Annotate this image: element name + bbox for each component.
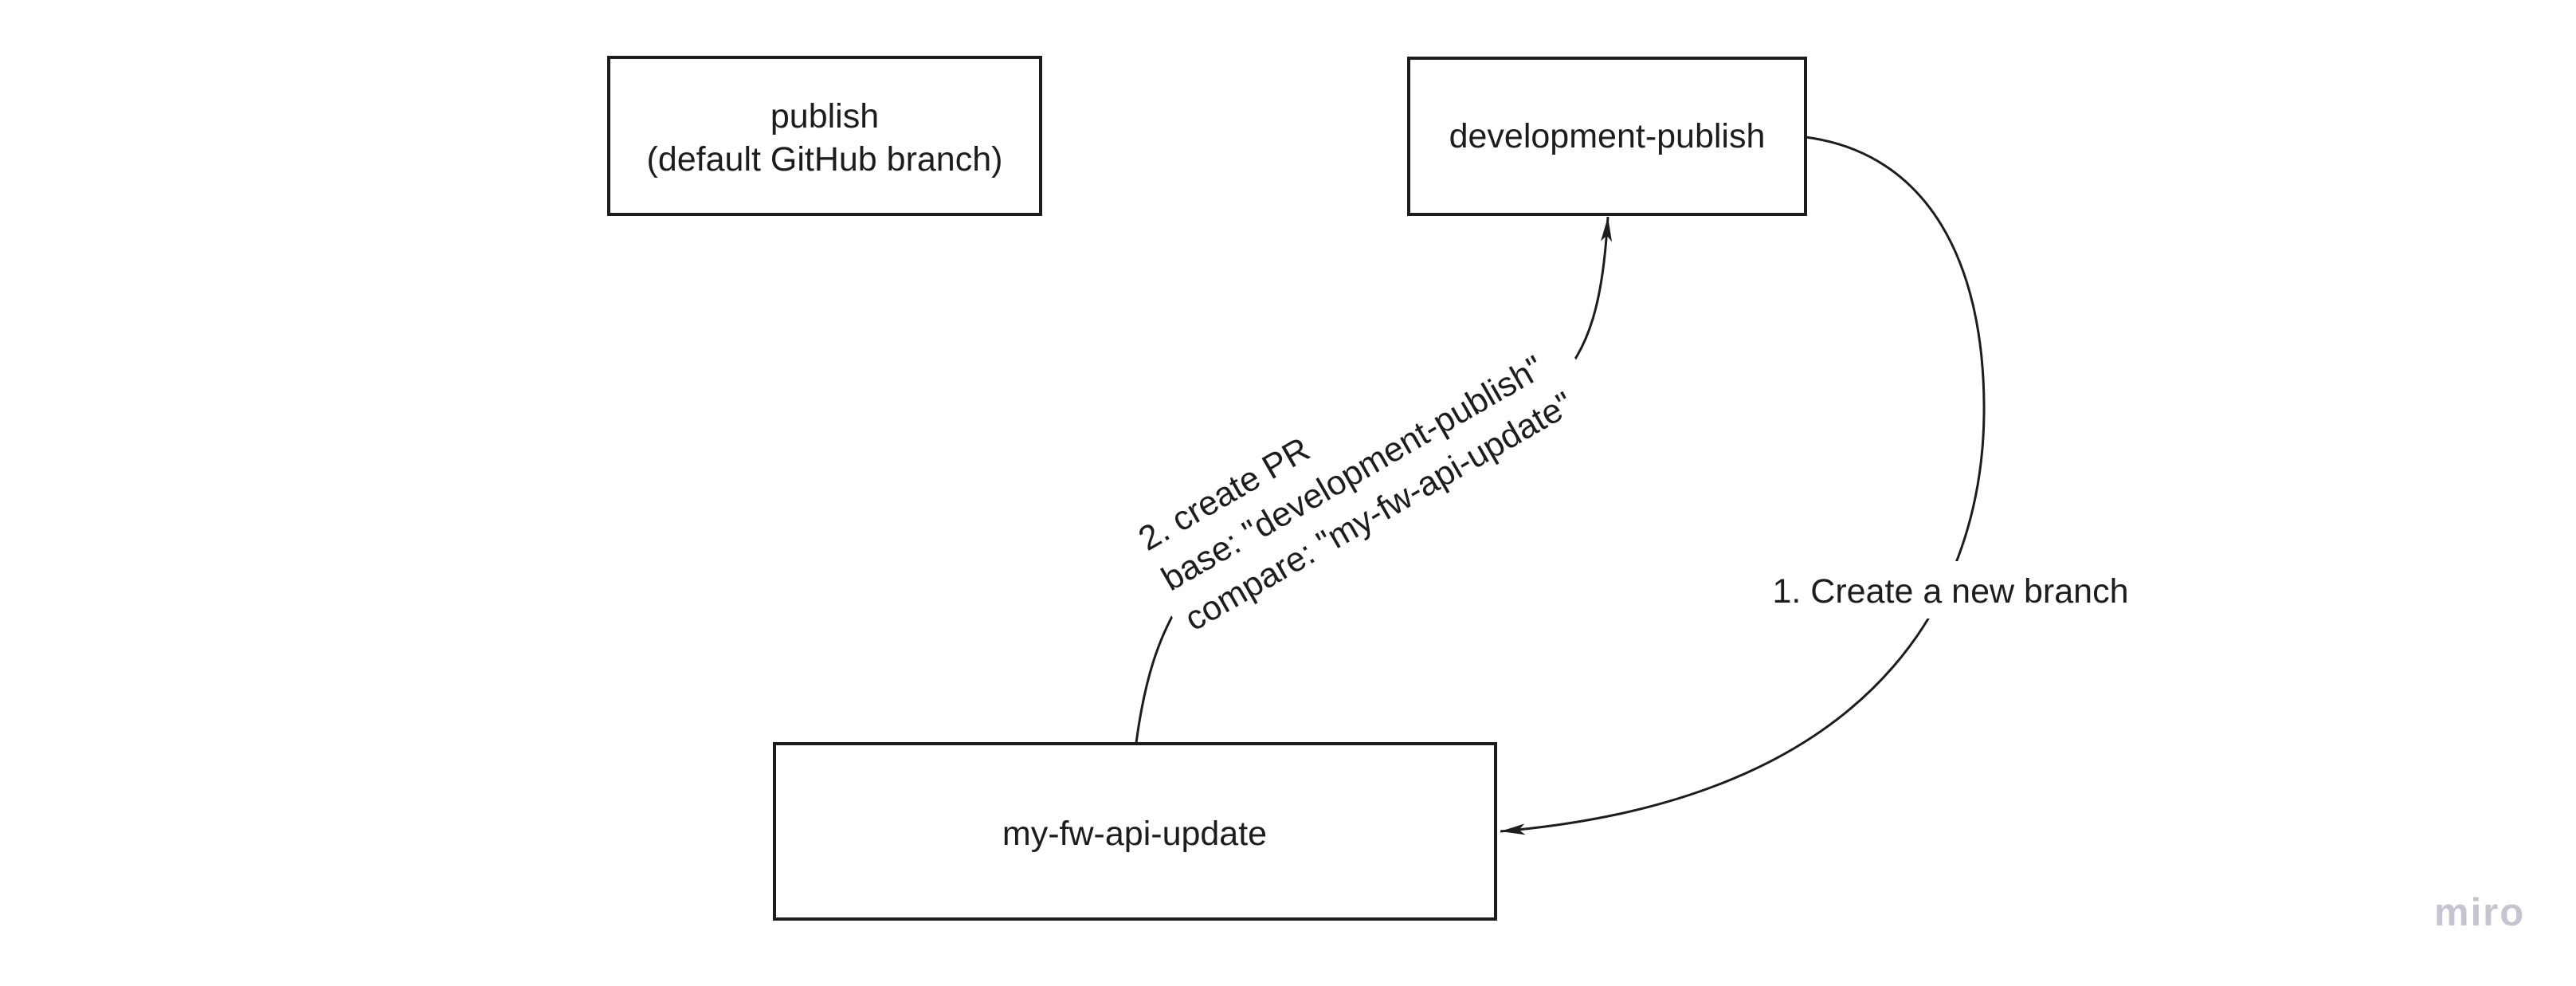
node-publish-label-line1: publish [770, 97, 879, 136]
node-publish[interactable]: publish (default GitHub branch) [607, 56, 1042, 216]
node-my-fw-api-update[interactable]: my-fw-api-update [773, 742, 1497, 921]
edge-label-create-branch-background [1764, 561, 2137, 619]
miro-watermark: miro [2434, 891, 2525, 934]
node-development-publish-shape[interactable] [1407, 57, 1807, 216]
node-development-publish[interactable]: development-publish [1407, 57, 1807, 216]
node-publish-shape[interactable] [607, 56, 1042, 216]
edge-label-create-branch[interactable]: 1. Create a new branch [1764, 561, 2137, 619]
connector-create-branch[interactable] [1500, 136, 1986, 835]
node-my-fw-api-update-shape[interactable] [773, 742, 1497, 921]
edge-label-create-pr[interactable]: 2. create PR base: "development-publish"… [1119, 286, 1608, 654]
edge-label-create-pr-background [1119, 286, 1608, 654]
node-publish-label-line2: (default GitHub branch) [647, 140, 1003, 179]
node-development-publish-label: development-publish [1449, 117, 1766, 155]
node-my-fw-api-update-label: my-fw-api-update [1002, 815, 1267, 853]
edge-label-create-branch-text: 1. Create a new branch [1773, 572, 2129, 611]
